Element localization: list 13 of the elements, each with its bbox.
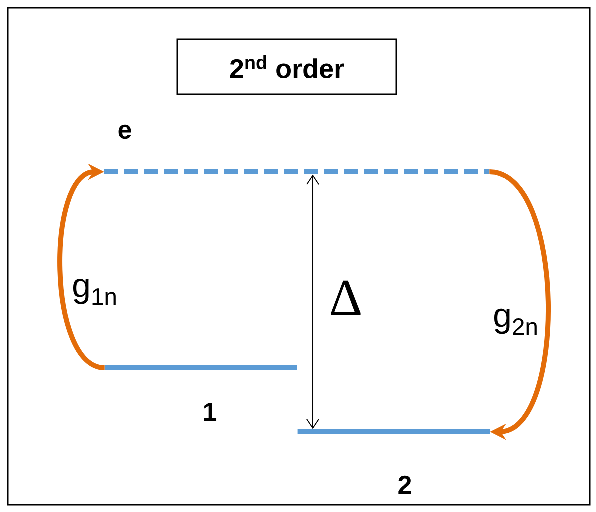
energy-level [104,366,298,370]
double-arrow [306,174,320,430]
edge-label: Δ [331,280,361,316]
curved-arrow [58,164,106,370]
level-label: 1 [204,403,217,421]
edge-label: g$_{1n}$ [74,278,116,306]
energy-level [104,170,490,174]
title-box: 2$^{nd}$ order [176,38,398,96]
level-label: e [118,124,132,140]
level-label: 2 [398,476,412,494]
curved-arrow [489,170,551,440]
edge-label: g$_{2n}$ [494,308,537,336]
energy-level [298,430,490,434]
